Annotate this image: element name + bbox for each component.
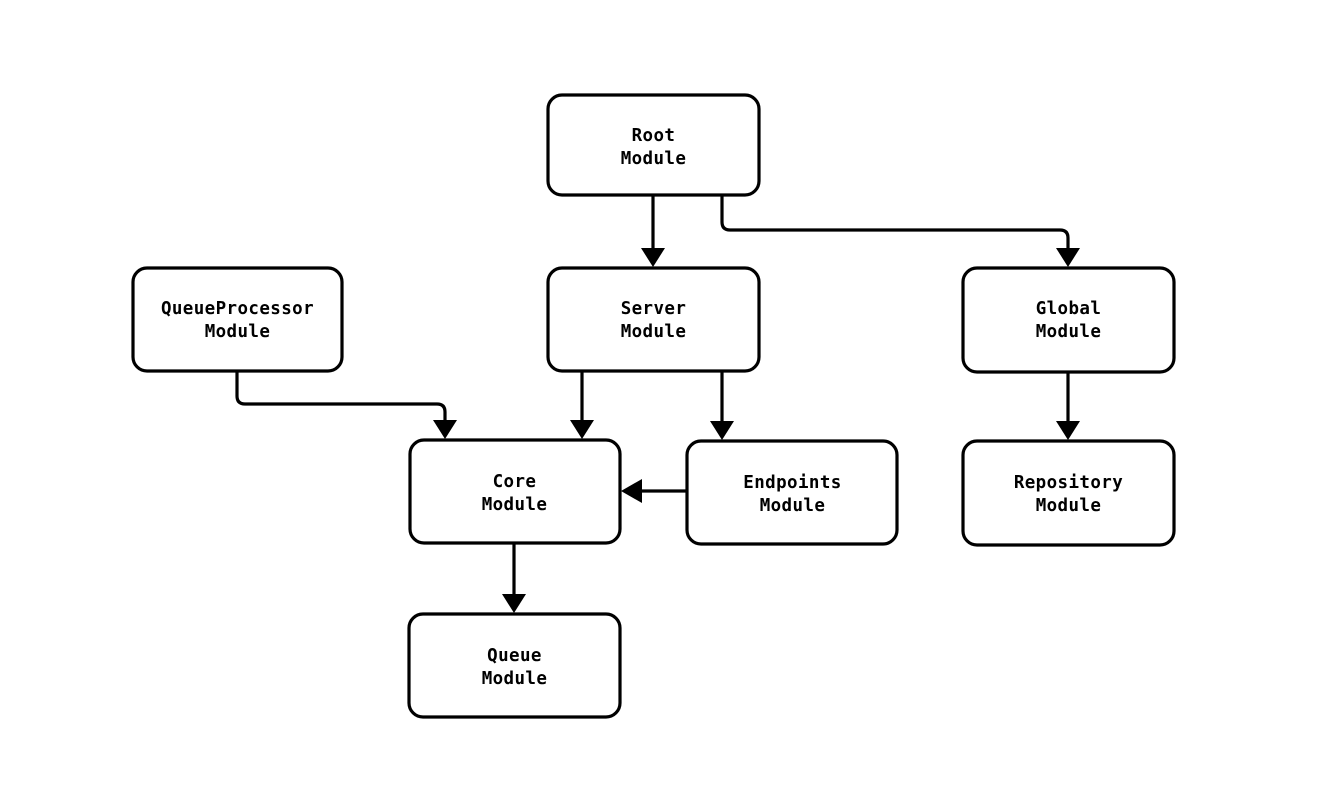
node-endpoints-module-label-line1: Endpoints (743, 473, 841, 493)
node-queueprocessor-module[interactable]: QueueProcessor Module (131, 266, 344, 373)
node-root-module-label-line1: Root (632, 126, 676, 146)
node-queue-module-label-line1: Queue (487, 646, 542, 666)
edge-root-to-server (641, 195, 665, 267)
node-queue-module-box[interactable] (407, 612, 622, 719)
node-core-module-label-line2: Module (482, 495, 548, 515)
arrowhead-down-icon (641, 248, 665, 267)
node-core-module-box[interactable] (408, 438, 622, 545)
node-repository-module-label-line1: Repository (1014, 473, 1123, 493)
edge-global-to-repository (1056, 372, 1080, 440)
node-server-module-box[interactable] (546, 266, 761, 373)
edge-server-to-endpoints (710, 371, 734, 440)
edge-line (235, 371, 447, 422)
arrowhead-down-icon (502, 594, 526, 613)
node-queue-module-label-line2: Module (482, 669, 548, 689)
node-root-module[interactable]: Root Module (546, 93, 761, 197)
node-core-module-label-line1: Core (493, 472, 537, 492)
edge-line (720, 195, 1070, 250)
node-root-module-label-line2: Module (621, 149, 687, 169)
node-server-module[interactable]: Server Module (546, 266, 761, 373)
edge-core-to-queue (502, 543, 526, 613)
node-repository-module-box[interactable] (961, 439, 1176, 547)
arrowhead-down-icon (433, 420, 457, 439)
edge-root-to-global (720, 195, 1080, 267)
arrowhead-down-icon (1056, 421, 1080, 440)
node-global-module-label-line1: Global (1036, 299, 1102, 319)
edge-server-to-core (570, 371, 594, 439)
node-endpoints-module-label-line2: Module (760, 496, 826, 516)
arrowhead-down-icon (570, 420, 594, 439)
node-endpoints-module-box[interactable] (685, 439, 899, 546)
node-queueprocessor-module-box[interactable] (131, 266, 344, 373)
node-global-module-box[interactable] (961, 266, 1176, 374)
node-server-module-label-line1: Server (621, 299, 687, 319)
node-global-module[interactable]: Global Module (961, 266, 1176, 374)
node-global-module-label-line2: Module (1036, 322, 1102, 342)
edge-endpoints-to-core (621, 479, 687, 503)
node-repository-module-label-line2: Module (1036, 496, 1102, 516)
edge-queueprocessor-to-core (235, 371, 457, 439)
node-server-module-label-line2: Module (621, 322, 687, 342)
node-root-module-box[interactable] (546, 93, 761, 197)
node-queue-module[interactable]: Queue Module (407, 612, 622, 719)
node-queueprocessor-module-label-line2: Module (205, 322, 271, 342)
arrowhead-down-icon (1056, 248, 1080, 267)
node-repository-module[interactable]: Repository Module (961, 439, 1176, 547)
arrowhead-left-icon (621, 479, 642, 503)
node-core-module[interactable]: Core Module (408, 438, 622, 545)
node-endpoints-module[interactable]: Endpoints Module (685, 439, 899, 546)
arrowhead-down-icon (710, 421, 734, 440)
node-queueprocessor-module-label-line1: QueueProcessor (161, 299, 314, 319)
